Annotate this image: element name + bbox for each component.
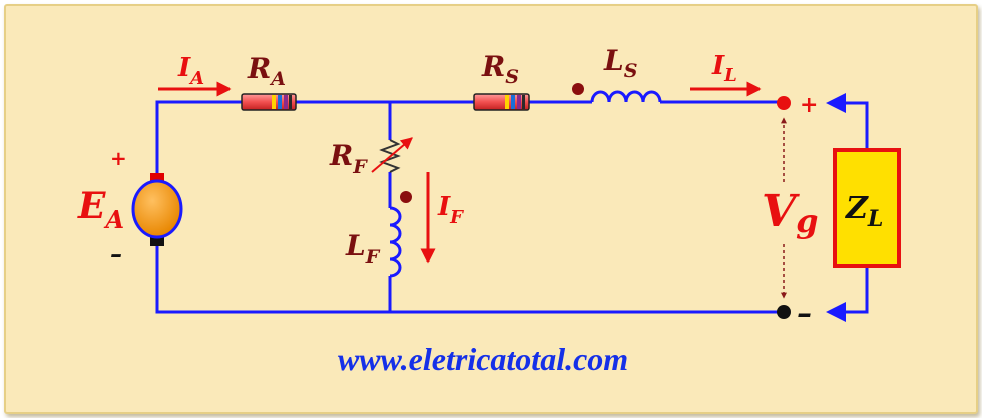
if-label-main: I <box>437 192 451 222</box>
rf-label: RF <box>329 139 368 178</box>
generator-negative-terminal <box>150 235 164 246</box>
lf-label-main: L <box>345 229 366 262</box>
lf-polarity-dot <box>400 191 412 203</box>
website-url: www.eletricatotal.com <box>338 341 628 377</box>
rf-label-sub: F <box>352 156 368 178</box>
generator-positive-terminal <box>150 173 164 184</box>
ls-label-sub: S <box>624 60 638 82</box>
load-top-arrow <box>826 93 846 113</box>
output-plus-sign: + <box>800 92 818 118</box>
ia-label-sub: A <box>188 68 204 89</box>
rf-label-main: R <box>329 139 353 172</box>
rs-label: RS <box>481 50 519 88</box>
ea-plus-sign: + <box>110 146 127 170</box>
output-minus-sign: – <box>797 296 812 331</box>
lf-label: LF <box>345 229 381 268</box>
ea-label-sub: A <box>103 205 124 234</box>
il-label-main: I <box>711 51 725 81</box>
load-bottom-arrow <box>826 302 846 322</box>
output-positive-terminal <box>777 96 791 110</box>
if-label-sub: F <box>449 207 464 228</box>
ra-label: RA <box>247 52 286 90</box>
output-negative-terminal <box>777 305 791 319</box>
ls-label-main: L <box>603 44 624 77</box>
ea-minus-sign: – <box>110 239 122 268</box>
ls-label: LS <box>603 44 637 82</box>
resistor-rf <box>379 139 401 173</box>
resistor-rs <box>473 93 530 111</box>
vg-label-sub: g <box>796 202 818 240</box>
zl-label: ZL <box>845 191 883 232</box>
inductor-lf <box>389 206 402 278</box>
rs-label-sub: S <box>505 66 519 88</box>
ia-label: IA <box>177 53 204 89</box>
vg-label: Vg <box>762 186 819 240</box>
load-connection <box>840 101 869 314</box>
ls-polarity-dot <box>572 83 584 95</box>
zl-label-main: Z <box>845 191 869 226</box>
rs-label-main: R <box>481 50 505 83</box>
rf-variable-arrow <box>371 137 413 173</box>
ea-label: EA <box>77 185 124 234</box>
resistor-ra <box>241 93 297 111</box>
inductor-ls <box>590 90 662 103</box>
ia-label-main: I <box>177 53 191 83</box>
if-label: IF <box>437 192 464 228</box>
load-zl <box>833 148 901 268</box>
il-label-sub: L <box>723 65 737 86</box>
zl-label-sub: L <box>867 206 883 232</box>
lf-label-sub: F <box>365 246 381 268</box>
generator-ea <box>131 173 183 246</box>
ra-label-sub: A <box>269 68 286 90</box>
ea-label-main: E <box>77 185 106 227</box>
vg-label-main: V <box>762 186 800 237</box>
ra-label-main: R <box>247 52 271 85</box>
il-label: IL <box>711 51 737 86</box>
circuit-wires <box>155 100 784 314</box>
generator-armature <box>131 179 183 239</box>
